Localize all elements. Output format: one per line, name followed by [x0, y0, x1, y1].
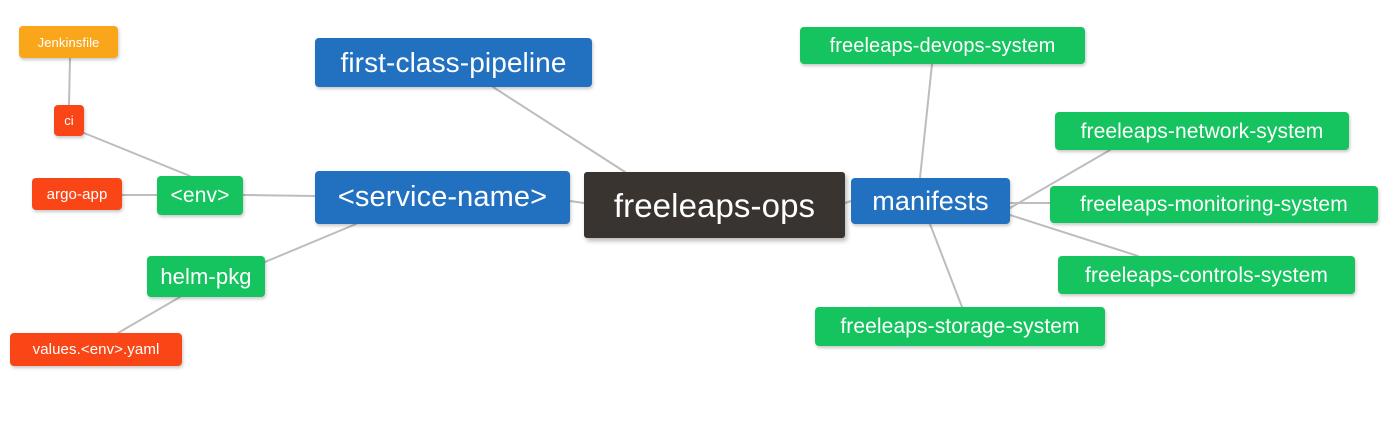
mindmap-node-ci[interactable]: ci	[54, 105, 84, 136]
mindmap-node-argo-app[interactable]: argo-app	[32, 178, 122, 210]
mindmap-node-values-yaml[interactable]: values.<env>.yaml	[10, 333, 182, 366]
edge-service-name-to-freeleaps-ops	[569, 200, 585, 204]
mindmap-node-devops-system[interactable]: freeleaps-devops-system	[800, 27, 1085, 64]
mindmap-node-network-system[interactable]: freeleaps-network-system	[1055, 112, 1349, 150]
edge-manifests-to-devops-system	[919, 63, 933, 179]
node-label: freeleaps-network-system	[1080, 119, 1324, 143]
node-label: freeleaps-storage-system	[840, 315, 1080, 338]
mindmap-node-monitoring-system[interactable]: freeleaps-monitoring-system	[1050, 186, 1378, 223]
node-label: argo-app	[46, 185, 108, 203]
node-label: freeleaps-ops	[613, 186, 816, 224]
mindmap-node-service-name[interactable]: <service-name>	[315, 171, 570, 224]
edge-jenkinsfile-to-ci	[68, 57, 71, 106]
mindmap-node-controls-system[interactable]: freeleaps-controls-system	[1058, 256, 1355, 294]
edge-env-to-service-name	[242, 194, 316, 197]
edge-first-class-pipeline-to-freeleaps-ops	[492, 86, 626, 173]
mindmap-node-env[interactable]: <env>	[157, 176, 243, 215]
node-label: <service-name>	[337, 181, 548, 213]
node-label: helm-pkg	[160, 263, 252, 289]
mindmap-node-helm-pkg[interactable]: helm-pkg	[147, 256, 265, 297]
node-label: manifests	[872, 185, 989, 216]
node-label: first-class-pipeline	[340, 46, 567, 78]
mindmap-node-storage-system[interactable]: freeleaps-storage-system	[815, 307, 1105, 346]
node-label: freeleaps-monitoring-system	[1080, 193, 1348, 216]
mindmap-node-freeleaps-ops[interactable]: freeleaps-ops	[584, 172, 845, 238]
mindmap-node-first-class-pipeline[interactable]: first-class-pipeline	[315, 38, 592, 87]
mindmap-node-manifests[interactable]: manifests	[851, 178, 1010, 224]
node-label: freeleaps-controls-system	[1085, 263, 1328, 287]
node-label: ci	[64, 113, 74, 128]
edge-helm-pkg-to-values-yaml	[117, 296, 181, 334]
edge-service-name-to-helm-pkg	[264, 223, 357, 263]
node-label: freeleaps-devops-system	[829, 34, 1056, 57]
node-label: values.<env>.yaml	[32, 341, 160, 358]
node-label: Jenkinsfile	[37, 34, 100, 50]
node-label: <env>	[170, 184, 230, 207]
mindmap-node-jenkinsfile[interactable]: Jenkinsfile	[19, 26, 118, 58]
edge-manifests-to-storage-system	[929, 223, 963, 308]
edge-ci-to-env	[83, 132, 191, 177]
